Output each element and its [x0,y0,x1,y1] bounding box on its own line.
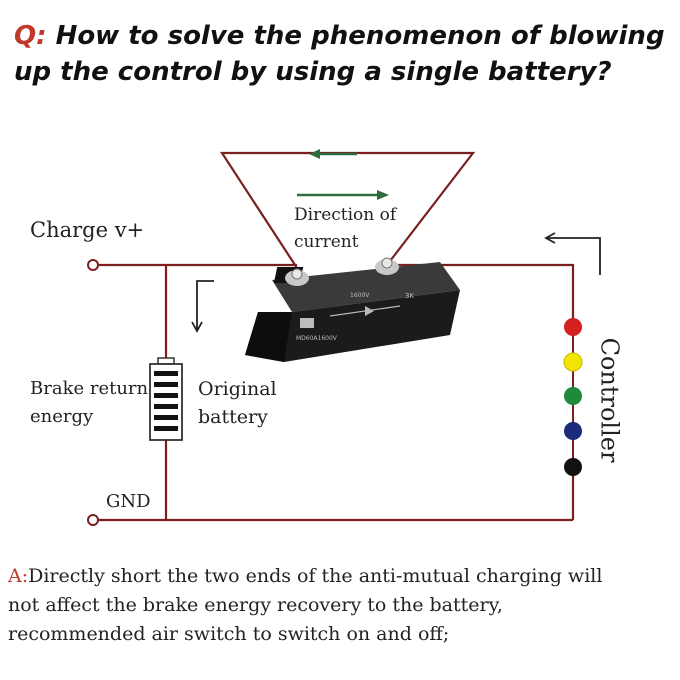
question-line-2: up the control by using a single battery… [14,57,612,87]
module-body-top [272,262,460,312]
gnd-label: GND [106,491,151,512]
original-label-1: Original [198,378,277,400]
terminal-red [564,318,582,336]
answer-prefix: A: [8,565,29,587]
module-marking-2: 3K [405,292,414,300]
module-bolt-right-head [381,257,393,269]
terminal-green [564,387,582,405]
battery-cell-bar [154,393,178,398]
question-line-1: Q: How to solve the phenomenon of blowin… [14,18,674,54]
module-body-front [245,290,460,362]
battery-flow-arrow-head [191,321,203,333]
controller-terminals [563,318,583,476]
module-marking-1: 1600V [350,292,370,299]
wires [98,151,575,522]
battery-cell-bar [154,382,178,387]
charge-label: Charge v+ [30,218,145,242]
controller-flow-arrow [547,237,601,275]
battery-cell-bar [154,404,178,409]
module-marking-3: MD60A1600V [296,335,338,342]
terminal-blue [564,422,582,440]
answer-text: A:Directly short the two ends of the ant… [8,562,676,649]
terminal-yellow [563,352,583,372]
middle-direction-arrow-head [377,190,389,200]
answer-text-1: Directly short the two ends of the anti-… [28,565,603,587]
answer-line-3: recommended air switch to switch on and … [8,623,450,645]
flow-arrows [191,232,601,333]
direction-label-1: Direction of [294,205,397,225]
charge-terminal [87,259,99,271]
gnd-terminal [87,514,99,526]
battery-cell-bar [154,371,178,376]
answer-line-2: not affect the brake energy recovery to … [8,594,503,616]
original-label-2: battery [198,406,268,428]
module-diode-triangle [365,306,374,316]
controller-flow-arrow-head [544,232,556,244]
question-prefix: Q: [14,21,47,51]
question-text-1: How to solve the phenomenon of blowing [55,21,665,51]
module-bolt-left-head [291,268,303,280]
battery-flow-arrow [196,280,214,330]
module-logo [300,318,314,328]
terminal-black [564,458,582,476]
battery-cell-bar [154,415,178,420]
direction-label-2: current [294,232,359,252]
diode-module [245,257,460,362]
question-heading: Q: How to solve the phenomenon of blowin… [14,18,674,90]
battery-cell-bar [154,426,178,431]
controller-label: Controller [595,337,623,463]
controller-feed-wire [387,263,575,326]
answer-line-1: A:Directly short the two ends of the ant… [8,562,676,591]
brake-label-2: energy [30,406,94,427]
module-body-side [245,312,292,362]
controller-label-wrap: Controller [587,322,631,478]
brake-label-1: Brake return [30,378,149,399]
battery-symbol [149,357,183,441]
current-direction-arrows [297,149,389,200]
top-direction-arrow-head [309,149,320,159]
